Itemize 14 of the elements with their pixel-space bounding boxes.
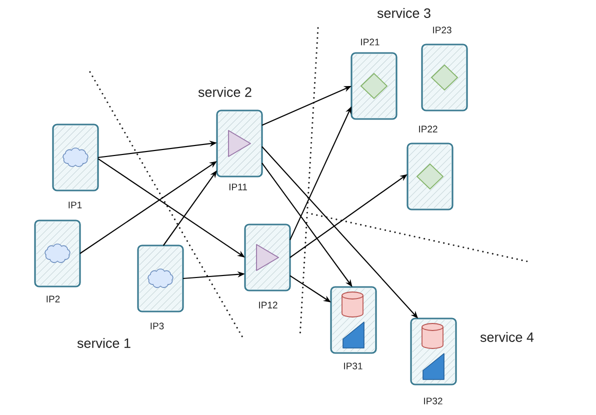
ip-label: IP2 (46, 296, 60, 302)
service-label: service 1 (77, 338, 130, 348)
service-label: service 4 (480, 332, 534, 342)
ip-label: IP1 (68, 202, 82, 208)
ip-label: IP32 (424, 398, 442, 404)
service-label: service 2 (198, 87, 252, 97)
ip-label: IP21 (361, 38, 380, 46)
ip-label: IP11 (229, 184, 247, 190)
service-label: service 3 (377, 8, 430, 18)
ip-label: IP23 (433, 26, 452, 34)
ip-label: IP31 (344, 362, 362, 370)
ip-label: IP3 (150, 322, 164, 330)
ip-label: IP12 (259, 302, 278, 308)
ip-label: IP22 (419, 126, 438, 132)
